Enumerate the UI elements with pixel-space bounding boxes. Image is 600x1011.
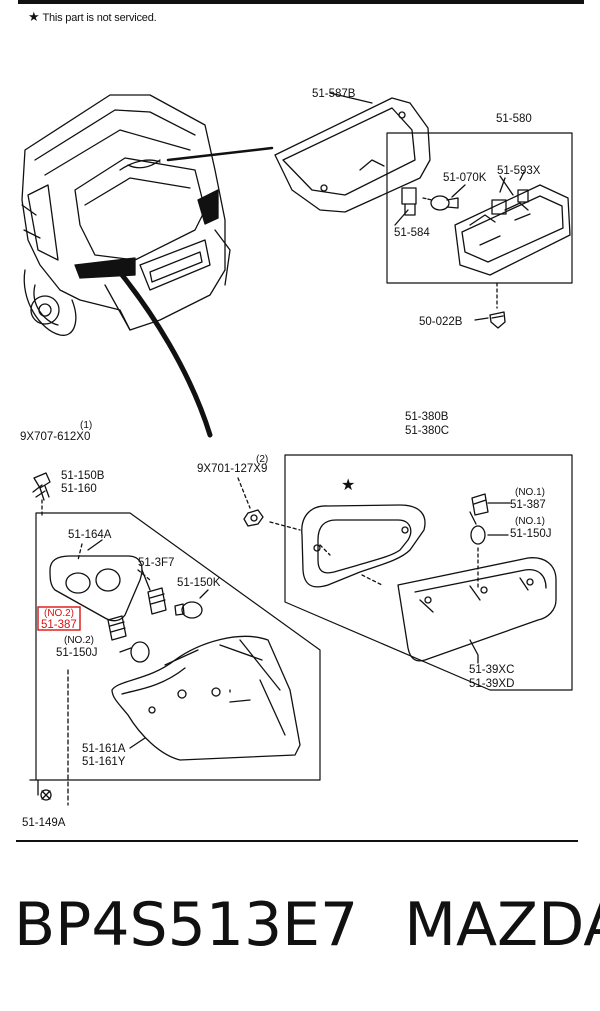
leader-rear-lamp: [119, 272, 213, 438]
clip-50-022B: [474, 311, 506, 329]
label-51-161Y: 51-161Y: [82, 756, 126, 768]
nut-9X701-127X9: [243, 509, 264, 527]
label-51-580: 51-580: [496, 113, 532, 125]
part-number: BP4S513E7: [14, 890, 359, 960]
label-51-150J-no1: 51-150J: [510, 528, 552, 540]
socket-51-3F7: [141, 569, 167, 615]
leader-51-593X: [499, 175, 514, 196]
lamp-unit-51-580: [454, 171, 571, 276]
bulb-51-070K: [430, 184, 466, 211]
vehicle-rear-drawing: [21, 94, 231, 336]
label-no2-bulb: (NO.2): [64, 635, 94, 646]
callout-1: (1): [80, 420, 92, 431]
high-mount-lamp-cover: [274, 92, 431, 213]
nut-51-149A: [40, 789, 52, 801]
screw-9X707-612X0: [32, 472, 51, 501]
label-51-39XC: 51-39XC: [469, 664, 514, 676]
socket-51-387-no2: [107, 615, 127, 641]
bulb-51-150J-no2: [119, 641, 150, 663]
lens-51-39XC: [397, 557, 557, 662]
lens-51-161A: [111, 635, 301, 761]
top-border-line: [18, 0, 584, 4]
label-51-160: 51-160: [61, 483, 97, 495]
label-51-149A: 51-149A: [22, 817, 66, 829]
label-no1-socket: (NO.1): [515, 487, 545, 498]
box-51-150B: [35, 512, 321, 781]
label-51-387-no1: 51-387: [510, 499, 546, 511]
callout-2: (2): [256, 454, 268, 465]
leader-51-584: [394, 209, 409, 226]
label-no2-socket: (NO.2): [44, 608, 74, 619]
bulb-51-150K: [174, 589, 209, 619]
label-51-161A: 51-161A: [82, 743, 126, 755]
bottom-divider: [16, 840, 578, 842]
label-51-380C: 51-380C: [405, 425, 449, 437]
not-serviced-note: ★This part is not serviced.: [28, 9, 157, 25]
label-9X701-127X9: 9X701-127X9: [197, 463, 267, 475]
label-51-587B: 51-587B: [312, 88, 356, 100]
star-icon: ★: [28, 9, 40, 24]
note-text: This part is not serviced.: [42, 12, 157, 24]
label-51-150B: 51-150B: [61, 470, 105, 482]
label-51-150J-no2: 51-150J: [56, 647, 98, 659]
star-icon: ★: [341, 477, 355, 494]
label-51-164A: 51-164A: [68, 529, 112, 541]
leader-51-161A: [129, 737, 146, 749]
label-51-150K: 51-150K: [177, 577, 221, 589]
label-50-022B: 50-022B: [419, 316, 463, 328]
gasket-51-380B: [301, 504, 426, 588]
box-51-380B: [284, 454, 573, 691]
leader-upper-lamp: [166, 146, 274, 162]
label-51-593X: 51-593X: [497, 165, 541, 177]
leader-51-39XC: [469, 639, 479, 664]
label-51-39XD: 51-39XD: [469, 678, 514, 690]
label-51-380B: 51-380B: [405, 411, 449, 423]
label-9X707-612X0: 9X707-612X0: [20, 431, 90, 443]
bulb-51-150J-no1: [470, 525, 486, 545]
label-51-070K: 51-070K: [443, 172, 487, 184]
label-51-584: 51-584: [394, 227, 430, 239]
label-51-3F7: 51-3F7: [138, 557, 174, 569]
label-51-387-no2: 51-387: [41, 619, 77, 631]
highlight-box-51-387: [37, 606, 81, 631]
label-no1-bulb: (NO.1): [515, 516, 545, 527]
brand-name: MAZDA: [404, 890, 600, 960]
parts-diagram: 51-587B 51-580 51-070K 51-593X 51-584 50…: [20, 88, 573, 829]
socket-51-387-no1: [469, 493, 489, 525]
footer-caption: BP4S513E7 MAZDA: [14, 890, 600, 960]
gasket-51-164A: [49, 539, 143, 622]
box-51-580: [386, 132, 573, 284]
socket-51-584: [401, 187, 433, 216]
